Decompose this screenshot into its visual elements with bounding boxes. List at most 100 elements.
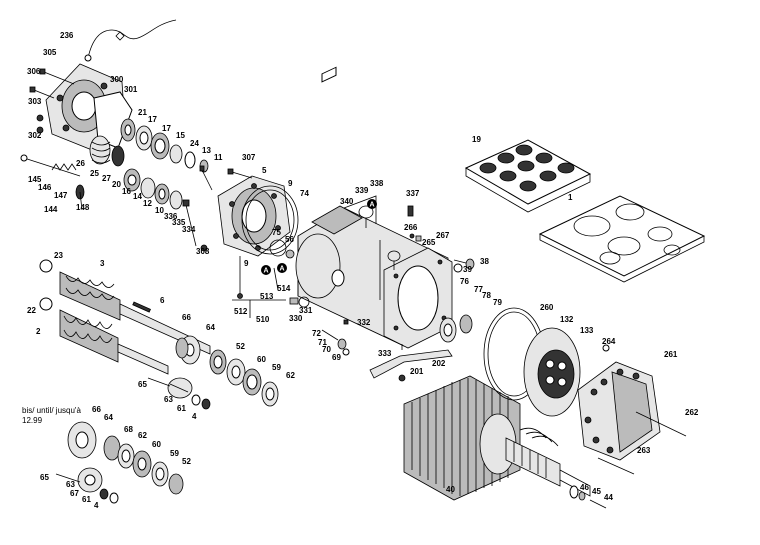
part-label-11: 11 [214,153,223,162]
valve-rod-145 [20,154,85,211]
motor-cover-261 [577,344,687,475]
part-label-9: 9 [244,259,249,268]
hub-63 [147,377,211,410]
inset-note: bis/ until/ jusqu'à 12.99 [22,406,81,425]
part-label-62: 62 [138,431,147,440]
part-label-4: 4 [192,412,197,421]
part-label-301: 301 [124,85,138,94]
part-label-75: 75 [272,228,281,237]
part-label-338: 338 [370,179,384,188]
housing-flange [383,247,453,349]
part-label-39: 39 [463,265,472,274]
part-label-66: 66 [92,405,101,414]
part-label-236: 236 [60,31,74,40]
part-label-16: 16 [122,187,131,196]
part-label-10: 10 [155,206,164,215]
part-label-1: 1 [568,193,573,202]
part-label-20: 20 [112,180,121,189]
part-label-76: 76 [460,277,469,286]
part-label-52: 52 [182,457,191,466]
bearings-52-62 [209,349,279,407]
part-label-19: 19 [472,135,481,144]
gasket-kit-1 [538,195,706,283]
motor-stator-40 [403,375,521,501]
part-label-266: 266 [404,223,418,232]
part-label-78: 78 [482,291,491,300]
spring-25 [89,135,125,167]
marker-A-2: A [264,268,269,275]
part-label-9: 9 [288,179,293,188]
part-label-14: 14 [133,192,142,201]
part-label-71: 71 [318,338,327,347]
part-label-77: 77 [474,285,483,294]
part-label-65: 65 [40,473,49,482]
part-label-5: 5 [262,166,267,175]
part-label-17: 17 [148,115,157,124]
part-label-2: 2 [36,327,41,336]
inset-note-line1: bis/ until/ jusqu'à [22,406,81,415]
part-label-13: 13 [202,146,211,155]
part-label-308: 308 [196,247,210,256]
part-label-70: 70 [322,345,331,354]
hub-64 [175,335,201,365]
part-label-146: 146 [38,183,52,192]
cable-236 [84,19,177,62]
part-label-340: 340 [340,197,354,206]
part-label-59: 59 [170,449,179,458]
part-label-65: 65 [138,380,147,389]
part-label-63: 63 [66,480,75,489]
part-labels: 2363053063003013033022117171524131126252… [27,31,699,510]
part-label-261: 261 [664,350,678,359]
part-label-22: 22 [27,306,36,315]
marker-A-1: A [370,202,375,209]
part-label-334: 334 [182,225,196,234]
part-label-64: 64 [206,323,215,332]
part-label-305: 305 [43,48,57,57]
marker-A-3: A [280,266,285,273]
part-label-63: 63 [164,395,173,404]
part-label-3: 3 [100,259,105,268]
part-label-23: 23 [54,251,63,260]
part-label-331: 331 [299,306,313,315]
part-label-56: 56 [285,235,294,244]
part-label-59: 59 [272,363,281,372]
part-label-15: 15 [176,131,185,140]
part-label-263: 263 [637,446,651,455]
part-label-26: 26 [76,159,85,168]
part-label-61: 61 [82,495,91,504]
part-label-513: 513 [260,292,274,301]
part-label-69: 69 [332,353,341,362]
part-label-64: 64 [104,413,113,422]
cover-300 [45,63,125,151]
part-label-61: 61 [177,404,186,413]
part-label-62: 62 [286,371,295,380]
seal-kit-19 [464,139,592,213]
part-label-67: 67 [70,489,79,498]
part-label-44: 44 [604,493,613,502]
part-label-72: 72 [312,329,321,338]
part-label-337: 337 [406,189,420,198]
part-label-17: 17 [162,124,171,133]
part-label-74: 74 [300,189,309,198]
part-label-52: 52 [236,342,245,351]
part-label-335: 335 [172,218,186,227]
part-label-27: 27 [102,174,111,183]
inset-parts [55,421,184,504]
markers-A: A A A [261,199,377,275]
part-label-302: 302 [28,131,42,140]
rotor-2 [39,297,169,375]
o-ring-75 [269,239,295,259]
part-label-307: 307 [242,153,256,162]
part-label-24: 24 [190,139,199,148]
part-label-510: 510 [256,315,270,324]
part-label-300: 300 [110,75,124,84]
end-cover-5 [217,175,291,257]
part-label-60: 60 [257,355,266,364]
part-label-25: 25 [90,169,99,178]
rings-76-79 [439,314,473,343]
part-label-46: 46 [580,483,589,492]
part-label-267: 267 [436,231,450,240]
bearings-row-1 [120,118,209,173]
